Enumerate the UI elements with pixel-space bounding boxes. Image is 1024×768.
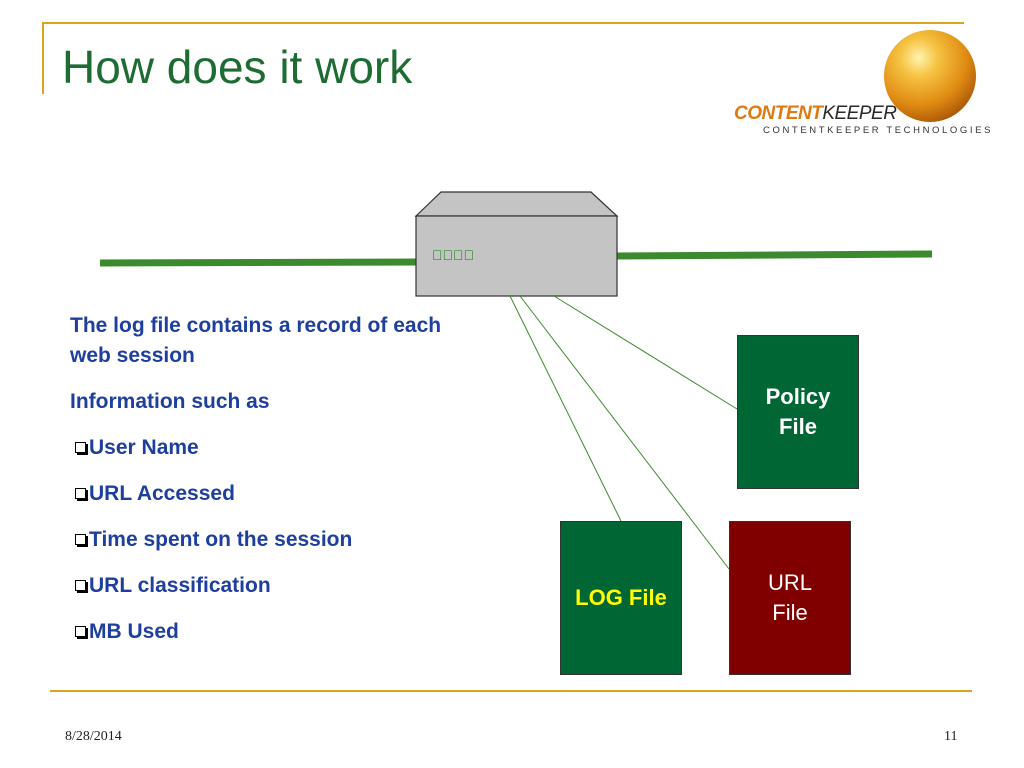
bullet-item: URL Accessed [70,479,470,509]
bullet-text: Time spent on the session [89,528,353,551]
logo-tagline: CONTENTKEEPER TECHNOLOGIES [763,125,994,136]
page-number: 11 [944,729,958,744]
bullet-text: URL Accessed [89,482,235,505]
checkbox-icon [75,625,86,637]
checkbox-icon [75,579,86,591]
log-file-box: LOG File [560,521,682,675]
checkbox-icon [75,441,86,453]
bullet-text: MB Used [89,620,179,643]
logo-wordmark: CONTENTKEEPER [734,103,897,125]
intro-paragraph: The log file contains a record of each w… [70,314,442,367]
left-frame-line [42,22,44,94]
log-file-label: LOG File [575,585,667,610]
description-text: The log file contains a record of each w… [70,311,470,663]
url-file-label-line2: File [772,600,808,625]
connector-to-url [519,295,730,570]
policy-file-box: Policy File [737,335,859,489]
logo-brand-part1: CONTENT [734,103,823,124]
bullet-item: URL classification [70,571,470,601]
bullet-item: User Name [70,433,470,463]
slide-title: How does it work [62,41,413,93]
checkbox-icon [75,533,86,545]
url-file-box: URL File [729,521,851,675]
top-frame-line [42,22,964,24]
globe-icon [884,30,976,122]
footer-line [50,690,972,692]
checkbox-icon [75,487,86,499]
url-file-label-line1: URL [767,570,812,595]
connector-to-policy [553,295,738,410]
policy-file-label-line1: Policy [765,384,831,409]
bullet-text: URL classification [89,574,271,597]
bullet-text: User Name [89,436,199,459]
device-label:  [432,247,474,263]
contentkeeper-logo: CONTENTKEEPER CONTENTKEEPER TECHNOLOGIES [726,28,996,138]
policy-file-label-line2: File [779,414,817,439]
footer-date: 8/28/2014 [65,729,122,744]
bullet-item: MB Used [70,617,470,647]
device-top [414,191,619,217]
connector-to-log [509,295,622,522]
device-front [415,215,618,297]
logo-brand-part2: KEEPER [822,103,897,124]
network-line-left [99,258,417,267]
subheading: Information such as [70,390,270,413]
bullet-item: Time spent on the session [70,525,470,555]
network-line-right [616,250,933,260]
